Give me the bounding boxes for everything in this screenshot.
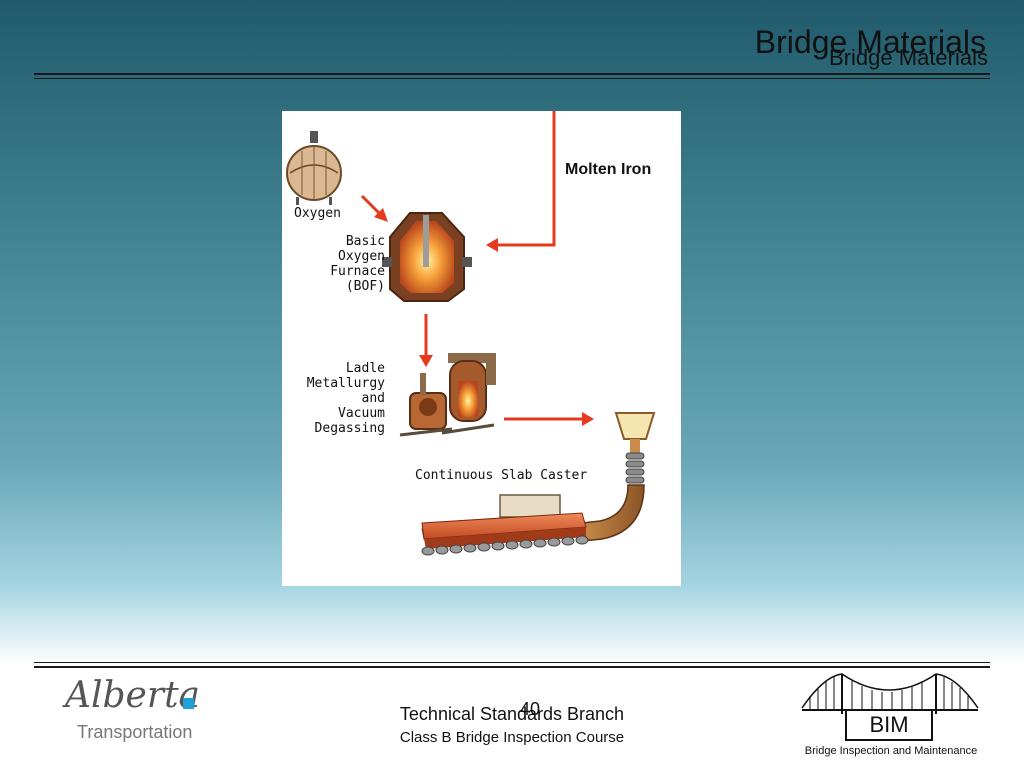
alberta-logo-square-icon [183,698,194,709]
header-rule-bottom [34,78,990,79]
bim-caption: Bridge Inspection and Maintenance [804,745,978,757]
bof-furnace-icon [382,212,472,302]
footer-rule-top [34,662,990,663]
alberta-wordmark: Alberta [65,675,200,716]
slide-title: Bridge Materials [754,24,986,60]
bridge-icon [801,673,979,741]
diagram-graphics [286,111,656,556]
footer-course: Class B Bridge Inspection Course [399,729,625,746]
bim-logo: BIM Bridge Inspection and Maintenance [796,670,986,757]
arrow-ladle-to-caster [504,412,594,426]
ladle-metallurgy-label: Ladle Metallurgy and Vacuum Degassing [306,361,385,436]
oxygen-label: Oxygen [294,206,341,221]
steelmaking-diagram: Molten Iron Oxygen Basic Oxygen Furnace … [282,111,681,586]
molten-iron-label: Molten Iron [565,161,652,178]
arrow-bof-to-ladle [419,314,433,367]
alberta-transportation-logo: Alberta Transportation [65,676,200,743]
bof-label: Basic Oxygen Furnace (BOF) [330,234,385,294]
arrow-molten-iron [486,111,556,252]
slide-title-echo: Bridge Materials [829,45,988,70]
oxygen-tank-icon [286,131,342,205]
alberta-subtitle: Transportation [77,722,193,742]
header-rule-top [34,73,990,75]
footer-branch: Technical Standards Branch [399,704,625,724]
bim-label: BIM [869,712,909,737]
ladle-degasser-icon [399,353,496,437]
arrow-oxygen-to-bof [360,194,388,222]
continuous-slab-caster-icon [421,412,656,556]
page-number: 40 [520,699,541,719]
footer-rule-bottom [34,666,990,668]
continuous-slab-caster-label: Continuous Slab Caster [415,468,588,483]
